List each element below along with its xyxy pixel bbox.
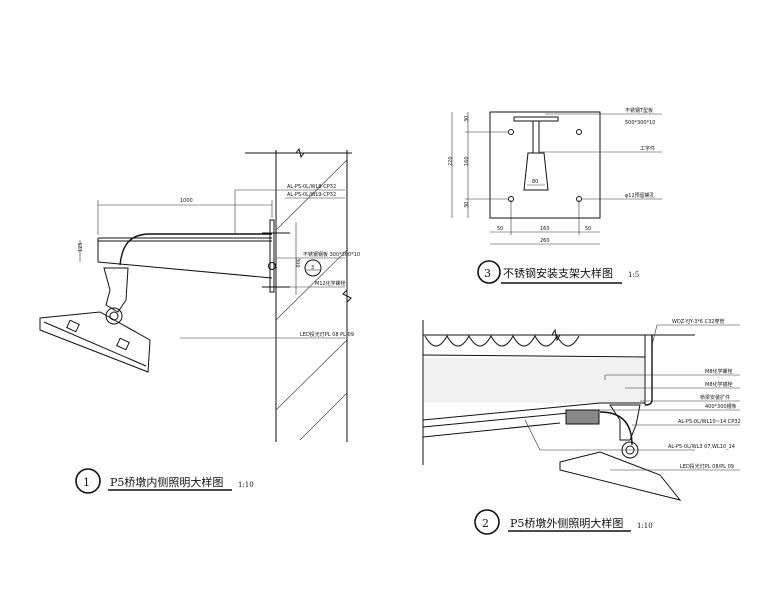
label-circuit-1: AL-P5-0L/WL10~14 CP32	[678, 419, 741, 425]
dim-height: 125	[78, 242, 84, 252]
leaders-1: AL-P5-0L/WL8-CP32 AL-P5-0L/WL9-CP32 不锈钢钢…	[180, 184, 360, 339]
label-bolt-hole: φ12预留螺孔	[625, 192, 655, 199]
detail-title: 不锈钢安装支架大样图	[503, 266, 613, 280]
label-channel: 400*300槽条	[705, 403, 737, 410]
label-cable-2: AL-P5-0L/WL9-CP32	[287, 192, 336, 198]
detail-number: 2	[482, 517, 489, 530]
dim: 30	[464, 116, 470, 122]
dim: 220	[448, 156, 454, 166]
dim: 160	[464, 156, 470, 166]
label-chem-anchor: M8化学锚栓	[705, 381, 733, 388]
label-mount-piece: 桥梁安装扩件	[700, 394, 730, 401]
detail-title: P5桥墩外侧照明大样图	[510, 516, 623, 530]
label-plate-size: 500*300*10	[625, 120, 655, 126]
detail-scale: 1:5	[628, 271, 639, 279]
detail-number: 3	[484, 267, 491, 280]
detail-scale: 1:10	[637, 522, 653, 530]
dim-plate: 300	[294, 258, 300, 268]
label-cable-conduit: WDZ-YJY-3*6 C32穿管	[672, 318, 724, 325]
dim: 160	[540, 226, 550, 232]
label-led-floodlight: LED投光灯PL 08/PL 09	[680, 463, 734, 470]
bracket-arm	[97, 219, 290, 293]
label-steel-plate: 不锈钢钢板 300*300*10	[303, 251, 360, 258]
label-cable-1: AL-P5-0L/WL8-CP32	[287, 184, 336, 190]
label-anchor-bolt: M12化学螺栓	[315, 280, 346, 287]
detail-number: 1	[83, 476, 90, 489]
label-t-plate: 不锈钢T型板	[625, 107, 653, 114]
pier-wall	[245, 147, 352, 442]
dim: 80	[532, 179, 538, 185]
detail-2-outer-pier-lighting: WDZ-YJY-3*6 C32穿管 M8化学螺栓 M8化学锚栓 桥梁安装扩件 4…	[422, 318, 741, 535]
label-chem-bolt: M8化学螺栓	[705, 368, 733, 375]
light-fixture-1	[39, 267, 151, 373]
callout-3	[304, 259, 322, 277]
label-i-beam: 工字件	[640, 145, 655, 152]
dimension-1000: 1000 125 300	[78, 198, 300, 295]
dim: 50	[585, 226, 591, 232]
title-1: 1 P5桥墩内侧照明大样图 1:10	[75, 468, 254, 494]
dim: 260	[540, 238, 550, 244]
detail-3-bracket: 30 160 30 220 50 160 50 260 80 不锈钢T型板 50…	[448, 107, 662, 284]
detail-1-inner-pier-lighting: 1000 125 300 AL-P5-0L/WL8-CP32 AL-P5-0L/…	[39, 147, 360, 494]
label-circuit-2: AL-P5-0L/WL3 07,WL10_14	[668, 444, 735, 450]
detail-scale: 1:10	[238, 481, 254, 489]
dim: 50	[497, 226, 503, 232]
svg-text:3: 3	[311, 265, 314, 271]
detail-title: P5桥墩内侧照明大样图	[110, 475, 223, 489]
dim-length: 1000	[180, 198, 193, 204]
label-led-floodlight: LED投光灯PL 08 PL 09	[300, 331, 354, 338]
dim: 30	[464, 202, 470, 208]
